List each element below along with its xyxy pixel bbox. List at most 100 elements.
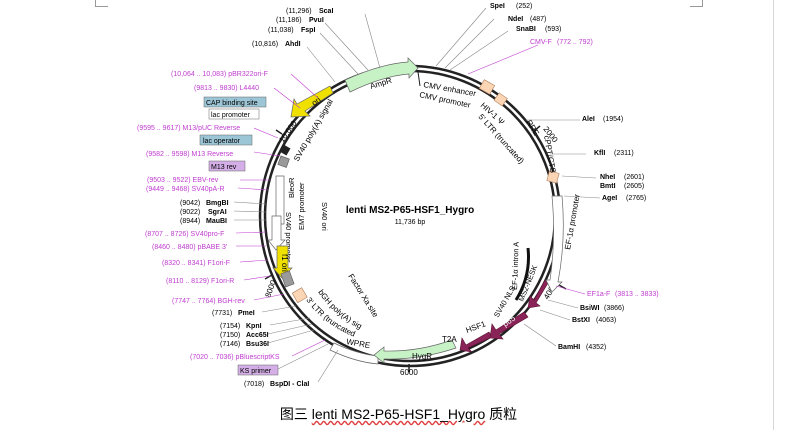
rre-label: RRE <box>524 118 541 137</box>
primer-label: (8320 .. 8341) F1ori-F <box>162 260 230 267</box>
ori-arrow <box>290 85 334 118</box>
ltr3-label: 3' LTR (truncated) <box>0 0 357 339</box>
enzyme-name: ScaI <box>319 8 333 15</box>
enzyme-pos: (1954) <box>603 116 623 123</box>
primer-label: (7747 .. 7764) BGH-rev <box>172 298 245 305</box>
feature-label: CAP binding site <box>206 100 258 107</box>
enzyme-pos: (593) <box>545 26 561 33</box>
enzyme-name: BspDI - ClaI <box>270 381 309 388</box>
sv40-promoter-label: SV40 promoter <box>284 212 293 263</box>
primer-name: CMV-F <box>530 39 552 46</box>
primer-label: (7020 .. 7036) pBluescriptKS <box>190 354 280 361</box>
primer-label: (8110 .. 8129) F1ori-R <box>166 278 234 285</box>
enzyme-pos: (10,816) <box>252 41 278 48</box>
hygr-arrow <box>373 339 457 364</box>
enzyme-pos: (8944) <box>180 218 200 225</box>
lac-operator-box <box>279 144 291 156</box>
wpre-label: WPRE <box>346 337 371 350</box>
right-labels: SpeI (252) NdeI (487) SnaBI (593) CMV-F … <box>490 3 659 351</box>
top-left-labels: (11,296) ScaI (11,186) PvuI (11,038) Fsp… <box>252 8 333 48</box>
enzyme-name: AgeI <box>602 195 617 202</box>
enzyme-pos: (4063) <box>596 317 616 324</box>
enzyme-pos: (11,038) <box>268 27 294 34</box>
ltr5-box <box>493 92 508 107</box>
hsf1-arrow <box>459 331 493 353</box>
caption-prefix: 图三 <box>279 406 312 422</box>
m13-rev-box <box>208 160 246 172</box>
enzyme-pos: (3866) <box>604 305 624 312</box>
leader-lines <box>233 7 601 383</box>
ms2-arrow <box>527 279 549 309</box>
primer-label: (9582 .. 9598) M13 Reverse <box>146 151 233 158</box>
p65-arrow <box>489 311 529 340</box>
enzyme-name: AhdI <box>285 41 301 48</box>
enzyme-name: KpnI <box>246 323 262 330</box>
enzyme-name: BamHI <box>558 344 580 351</box>
enzyme-pos: (11,186) <box>276 17 302 24</box>
cap-site-box <box>203 96 267 108</box>
enzyme-name: BmtI <box>600 183 616 190</box>
bgh-polya-box <box>280 270 295 288</box>
hygr-label: HygR <box>412 352 432 361</box>
frame-corner-right <box>690 0 703 7</box>
enzyme-pos: (2601) <box>624 174 644 181</box>
enzyme-pos: (9042) <box>180 200 200 207</box>
enzyme-pos: (9022) <box>180 209 200 216</box>
enzyme-pos: (7146) <box>220 341 240 348</box>
sv40-polya-box <box>277 155 290 168</box>
enzyme-name: AleI <box>582 116 595 123</box>
hsf1-label: HSF1 <box>465 319 488 335</box>
f1-ori-label: f1 ori <box>280 254 289 272</box>
feature-label: lac promoter <box>211 112 251 119</box>
enzyme-name: PmeI <box>238 310 255 317</box>
ks-primer-box <box>237 364 279 376</box>
lac-promoter-box <box>208 108 260 120</box>
ltr3-box <box>291 287 308 304</box>
primer-label: (9503 .. 9522) EBV-rev <box>147 177 219 184</box>
primer-pos: (772 .. 792) <box>557 39 593 46</box>
primer-label: (10,064 .. 10,083) pBR322ori-F <box>171 71 268 78</box>
feature-label: KS primer <box>240 368 272 375</box>
enzyme-name: BstXI <box>572 317 590 324</box>
ef1a-intron-line <box>514 247 530 301</box>
bleor-shape <box>275 175 285 225</box>
feature-label: M13 rev <box>211 164 237 171</box>
enzyme-pos: (7018) <box>244 381 264 388</box>
primer-label: (8707 .. 8726) SV40pro-F <box>145 231 224 238</box>
enzyme-name: Bsu36I <box>246 341 269 348</box>
enzyme-name: SpeI <box>490 3 505 10</box>
frame-corner-left <box>95 0 108 7</box>
enzyme-name: BmgBI <box>206 200 229 207</box>
lac-operator-label-box <box>199 134 253 146</box>
ampr-arrow <box>344 57 419 93</box>
em7-label: EM7 promoter <box>297 182 306 230</box>
enzyme-pos: (2765) <box>626 195 646 202</box>
cmv-tick <box>417 71 421 87</box>
enzyme-pos: (2311) <box>614 150 634 157</box>
enzyme-name: KflI <box>594 150 605 157</box>
ef1a-intron-label: EF-1α intron A <box>510 242 521 290</box>
enzyme-name: Acc65I <box>246 332 269 339</box>
sv40ori-label: SV40 ori <box>320 202 329 231</box>
enzyme-pos: (11,296) <box>286 8 312 15</box>
sv40-promoter-arrow <box>267 215 286 251</box>
enzyme-pos: (252) <box>516 3 532 10</box>
plasmid-name: lenti MS2-P65-HSF1_Hygro <box>346 205 474 216</box>
enzyme-pos: (7150) <box>220 332 240 339</box>
tick-label-6000: 6000 <box>400 368 418 377</box>
enzyme-name: SnaBI <box>516 26 536 33</box>
enzyme-pos: (4352) <box>586 344 606 351</box>
enzyme-name: BsiWI <box>580 305 600 312</box>
primer-label: (8460 .. 8480) pBABE 3' <box>152 244 227 251</box>
caption-plasmid-name: lenti MS2-P65-HSF1_Hygro <box>311 406 486 422</box>
feature-label: lac operator <box>203 138 241 145</box>
primer-name: EF1a-F <box>587 291 610 298</box>
primer-label: (9449 .. 9468) SV40pA-R <box>146 186 225 193</box>
factor-xa-label: Factor Xa site <box>346 272 380 319</box>
enzyme-pos: (487) <box>530 16 546 23</box>
plasmid-size: 11,736 bp <box>395 219 426 226</box>
enzyme-name: PvuI <box>309 17 324 24</box>
enzyme-name: SgrAI <box>208 209 227 216</box>
enzyme-name: MauBI <box>206 218 227 225</box>
